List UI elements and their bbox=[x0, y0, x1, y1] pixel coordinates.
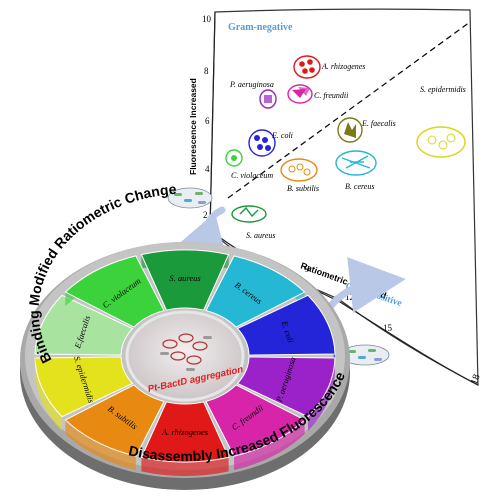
bacteria-cluster-right-icon bbox=[340, 344, 390, 366]
wheel-segment-label: A. rhizogenes bbox=[161, 427, 209, 437]
x-tick-18: 18 bbox=[469, 373, 483, 386]
wheel-segment-face bbox=[205, 384, 306, 457]
cluster-c-violaceum: C. violaceum bbox=[225, 149, 273, 180]
wheel-segment-side bbox=[234, 419, 305, 471]
label-p-aeruginosa: P. aeruginosa bbox=[229, 80, 274, 89]
label-e-faecalis: E. faecalis bbox=[361, 119, 396, 128]
cluster-p-aeruginosa: P. aeruginosa bbox=[229, 80, 277, 109]
x-tick-15: 15 bbox=[383, 323, 393, 333]
label-s-epidermidis: S. epidermidis bbox=[420, 85, 466, 94]
wheel-segment-b-cereus: B. cereus bbox=[205, 255, 306, 328]
cluster-s-epidermidis: S. epidermidis bbox=[416, 85, 466, 158]
wheel-segment-side bbox=[65, 419, 136, 471]
wheel-segment-b-subtilis: B. subtilis bbox=[64, 384, 165, 471]
y-tick-6: 6 bbox=[205, 116, 210, 126]
wheel-segment-face bbox=[140, 249, 230, 311]
wheel-segment-c-freundii: C. freundii bbox=[205, 384, 306, 471]
wheel-segment-side bbox=[308, 358, 335, 431]
label-b-cereus: B. cereus bbox=[345, 182, 374, 191]
wheel-segment-side bbox=[35, 358, 62, 431]
cluster-a-rhizogenes: A. rhizogenes bbox=[293, 55, 365, 79]
wheel-segment-a-rhizogenes: A. rhizogenes bbox=[140, 401, 230, 476]
wheel-segment-face bbox=[64, 255, 165, 328]
label-c-freundii: C. freundii bbox=[314, 91, 348, 100]
cluster-b-cereus: B. cereus bbox=[335, 150, 377, 191]
wheel-segment-side bbox=[141, 457, 229, 476]
wheel-segment-face bbox=[205, 255, 306, 328]
wheel-segment-s-epidermidis: S. epidermidis bbox=[34, 355, 134, 431]
wheel-segment-s-aureus: S. aureus bbox=[140, 249, 230, 311]
plot-y-axis bbox=[209, 11, 216, 231]
wheel-segment-face bbox=[236, 294, 336, 356]
wheel-segment-p-aeruginosa: P. aeruginosa bbox=[236, 356, 336, 431]
label-e-coli: E. coli bbox=[271, 131, 293, 140]
cluster-e-coli: E. coli bbox=[248, 129, 293, 157]
label-b-subtilis: B. subtilis bbox=[287, 184, 319, 193]
cluster-b-subtilis: B. subtilis bbox=[280, 158, 319, 193]
wheel-segment-c-violaceum: C. violaceum bbox=[64, 255, 165, 328]
wheel-segment-face bbox=[236, 356, 336, 418]
wheel-segment-e-faecalis: E.faecalis bbox=[34, 294, 134, 368]
y-axis-label: Fluorescence Increased bbox=[188, 78, 198, 175]
label-c-violaceum: C. violaceum bbox=[231, 171, 273, 180]
wheel-segment-face bbox=[64, 384, 165, 457]
y-tick-8: 8 bbox=[204, 66, 209, 76]
wheel-segment-face bbox=[34, 294, 134, 356]
wheel-segment-face bbox=[140, 401, 230, 463]
label-a-rhizogenes: A. rhizogenes bbox=[321, 62, 365, 71]
wheel-segment-label: S. aureus bbox=[169, 273, 201, 283]
aggregation-cluster-icon bbox=[160, 333, 212, 371]
bacteria-cluster-left-icon bbox=[167, 187, 213, 209]
cluster-c-freundii: C. freundii bbox=[287, 84, 348, 104]
y-tick-10: 10 bbox=[202, 14, 212, 24]
wheel-segment-e-coli: E. coli bbox=[236, 294, 336, 368]
x-tick-9: 9 bbox=[305, 264, 310, 274]
label-s-aureus: S. aureus bbox=[246, 231, 275, 240]
cluster-e-faecalis: E. faecalis bbox=[337, 117, 396, 143]
gram-negative-label: Gram-negative bbox=[228, 22, 293, 33]
y-tick-4: 4 bbox=[205, 164, 210, 174]
cluster-s-aureus: S. aureus bbox=[231, 205, 275, 240]
